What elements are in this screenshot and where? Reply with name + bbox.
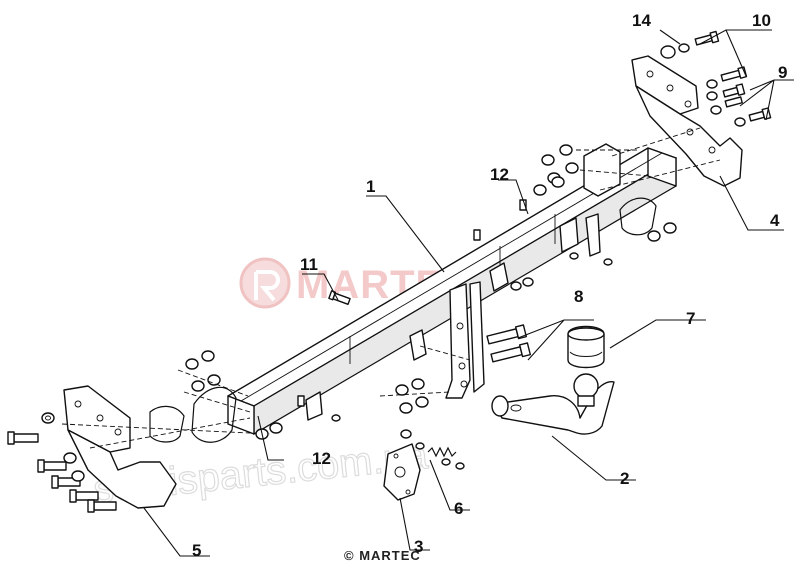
socket-bracket — [383, 429, 421, 501]
callout-6: 6 — [454, 499, 463, 518]
callout-11: 11 — [300, 255, 318, 274]
callout-9: 9 — [778, 63, 787, 82]
center-mount-plates — [305, 213, 601, 421]
callout-1: 1 — [366, 177, 375, 196]
copyright-text: © MARTEC — [344, 548, 421, 563]
callout-5: 5 — [192, 541, 201, 560]
callout-10: 10 — [752, 11, 771, 30]
callout-7: 7 — [686, 309, 695, 328]
center-nuts — [331, 252, 613, 422]
callout-4: 4 — [770, 211, 780, 230]
callout-12-top: 12 — [490, 165, 509, 184]
callout-14: 14 — [632, 11, 651, 30]
spring-clip — [415, 442, 465, 470]
leader-lines — [143, 29, 794, 557]
ball-neck — [491, 373, 615, 435]
callout-8: 8 — [574, 287, 583, 306]
right-nuts — [533, 144, 677, 242]
callout-labels: 1 2 3 4 5 6 7 8 9 10 11 12 12 14 — [192, 11, 787, 560]
callout-3: 3 — [414, 537, 423, 556]
ball-cap — [567, 325, 605, 369]
right-side-bracket — [583, 55, 743, 236]
martec-logo-icon — [239, 257, 291, 309]
right-bolts — [660, 30, 772, 127]
studs — [486, 324, 532, 363]
callout-2: 2 — [620, 469, 629, 488]
left-bolts — [7, 412, 117, 513]
left-side-bracket — [61, 385, 271, 509]
callout-12-bottom: 12 — [312, 449, 331, 468]
